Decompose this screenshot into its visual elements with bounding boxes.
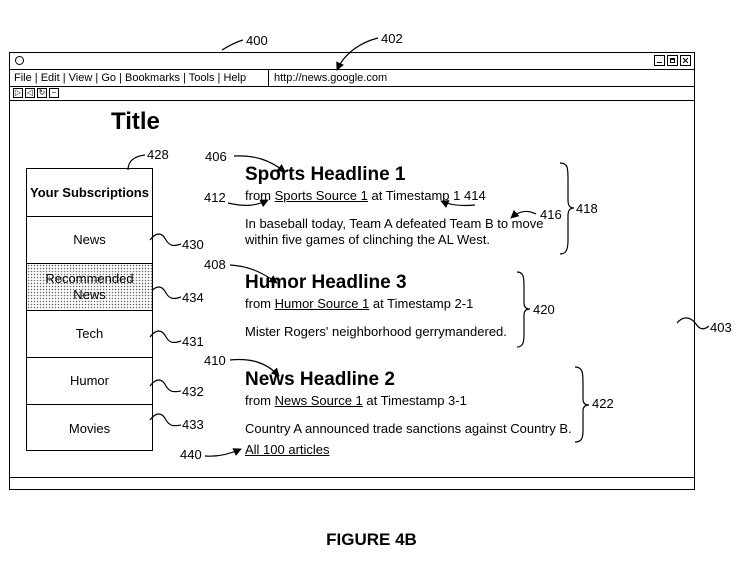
close-icon[interactable] bbox=[680, 55, 691, 66]
ref-420: 420 bbox=[533, 302, 555, 317]
article-snippet-line: Country A announced trade sanctions agai… bbox=[245, 421, 572, 436]
ref-418: 418 bbox=[576, 201, 598, 216]
from-label: from bbox=[245, 188, 271, 203]
play-icon[interactable]: ▷ bbox=[13, 88, 23, 98]
menu-help[interactable]: Help bbox=[223, 72, 247, 84]
status-bar bbox=[10, 477, 694, 489]
article-1: Sports Headline 1 from Sports Source 1 a… bbox=[245, 164, 543, 248]
menu-items: File | Edit | View | Go | Bookmarks | To… bbox=[14, 72, 247, 84]
article-snippet-line: within five games of clinching the AL We… bbox=[245, 232, 490, 247]
title-bar bbox=[10, 53, 694, 70]
address-divider bbox=[268, 70, 269, 86]
address-bar[interactable]: http://news.google.com bbox=[274, 72, 388, 84]
ref-416: 416 bbox=[540, 207, 562, 222]
menu-go[interactable]: Go bbox=[101, 72, 116, 84]
window-menu-icon[interactable] bbox=[15, 56, 24, 65]
ref-432: 432 bbox=[182, 384, 204, 399]
subscription-movies[interactable]: Movies bbox=[68, 420, 111, 436]
ref-430: 430 bbox=[182, 237, 204, 252]
timestamp: Timestamp 1 bbox=[385, 188, 461, 203]
ref-422: 422 bbox=[592, 396, 614, 411]
menu-bookmarks[interactable]: Bookmarks bbox=[124, 72, 181, 84]
article-snippet-line: In baseball today, Team A defeated Team … bbox=[245, 216, 544, 231]
ref-412: 412 bbox=[204, 190, 226, 205]
article-headline[interactable]: Humor Headline 3 bbox=[245, 272, 407, 293]
page-title: Title bbox=[111, 108, 160, 135]
ref-433: 433 bbox=[182, 417, 204, 432]
ref-403: 403 bbox=[710, 320, 732, 335]
menu-bar: File | Edit | View | Go | Bookmarks | To… bbox=[10, 70, 694, 87]
at-label: at bbox=[372, 296, 384, 311]
figure-caption: FIGURE 4B bbox=[326, 530, 417, 549]
source-link[interactable]: News Source 1 bbox=[274, 393, 363, 408]
timestamp: Timestamp 3-1 bbox=[380, 393, 467, 408]
subscription-tech[interactable]: Tech bbox=[27, 311, 152, 358]
subscriptions-header: Your Subscriptions bbox=[27, 169, 152, 217]
ref-431: 431 bbox=[182, 334, 204, 349]
ref-402: 402 bbox=[381, 31, 403, 46]
back-icon[interactable]: ◁ bbox=[25, 88, 35, 98]
subscriptions-panel: Your Subscriptions News Recommended News… bbox=[26, 168, 153, 451]
ref-440: 440 bbox=[180, 447, 202, 462]
lead-line-400 bbox=[221, 39, 244, 51]
at-label: at bbox=[371, 188, 383, 203]
ref-410: 410 bbox=[204, 353, 226, 368]
subscription-humor[interactable]: Humor bbox=[27, 358, 152, 405]
ref-428: 428 bbox=[147, 147, 169, 162]
browser-window: File | Edit | View | Go | Bookmarks | To… bbox=[9, 52, 695, 490]
article-2: Humor Headline 3 from Humor Source 1 at … bbox=[245, 272, 507, 340]
article-meta: from Humor Source 1 at Timestamp 2-1 bbox=[245, 296, 507, 312]
minimize-icon[interactable] bbox=[654, 55, 665, 66]
stop-icon[interactable]: − bbox=[49, 88, 59, 98]
ref-406: 406 bbox=[205, 149, 227, 164]
article-meta: from News Source 1 at Timestamp 3-1 bbox=[245, 393, 572, 409]
source-link[interactable]: Sports Source 1 bbox=[274, 188, 368, 203]
refresh-icon[interactable]: ↻ bbox=[37, 88, 47, 98]
ref-414: 414 bbox=[463, 188, 486, 203]
maximize-icon[interactable] bbox=[667, 55, 678, 66]
ref-400: 400 bbox=[246, 33, 268, 48]
menu-view[interactable]: View bbox=[68, 72, 93, 84]
from-label: from bbox=[245, 393, 271, 408]
ref-434: 434 bbox=[182, 290, 204, 305]
window-controls bbox=[654, 55, 691, 66]
subscription-news[interactable]: News bbox=[27, 217, 152, 264]
all-articles-link[interactable]: All 100 articles bbox=[245, 442, 330, 457]
nav-toolbar: ▷ ◁ ↻ − bbox=[10, 87, 694, 101]
timestamp: Timestamp 2-1 bbox=[387, 296, 474, 311]
source-link[interactable]: Humor Source 1 bbox=[274, 296, 370, 311]
article-3: News Headline 2 from News Source 1 at Ti… bbox=[245, 369, 572, 437]
menu-edit[interactable]: Edit bbox=[40, 72, 60, 84]
article-meta: from Sports Source 1 at Timestamp 1 414 bbox=[245, 188, 543, 204]
ref-408: 408 bbox=[204, 257, 226, 272]
article-snippet-line: Mister Rogers' neighborhood gerrymandere… bbox=[245, 324, 507, 339]
at-label: at bbox=[366, 393, 378, 408]
menu-tools[interactable]: Tools bbox=[188, 72, 215, 84]
menu-file[interactable]: File bbox=[14, 72, 32, 84]
article-headline[interactable]: Sports Headline 1 bbox=[245, 164, 406, 185]
article-headline[interactable]: News Headline 2 bbox=[245, 369, 395, 390]
subscription-recommended-news[interactable]: Recommended News bbox=[27, 264, 152, 311]
from-label: from bbox=[245, 296, 271, 311]
